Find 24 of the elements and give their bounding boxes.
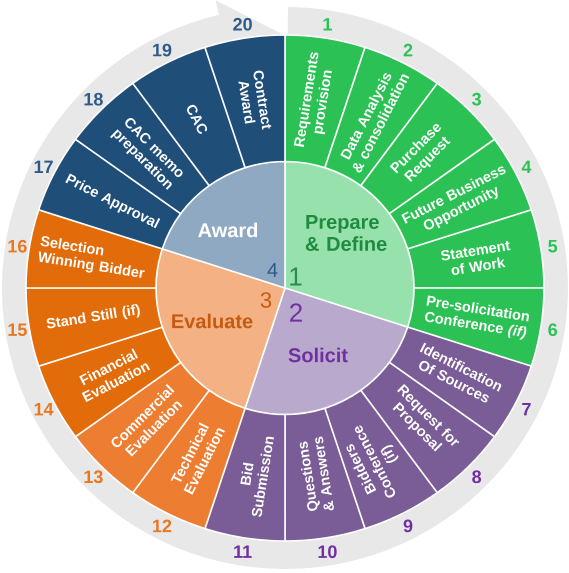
- step-number: 12: [153, 520, 172, 532]
- step-number: 13: [84, 470, 103, 484]
- step-number: 11: [234, 546, 252, 558]
- step-number: 16: [8, 240, 27, 253]
- phase-number: 4: [267, 263, 278, 277]
- step-number: 18: [84, 92, 103, 106]
- step-number: 3: [472, 92, 481, 106]
- step-number: 20: [233, 18, 252, 31]
- step-number: 8: [472, 470, 482, 484]
- step-number: 14: [34, 403, 54, 416]
- step-number: 2: [404, 44, 412, 56]
- step-number: 10: [318, 545, 337, 558]
- step-number: 17: [34, 160, 53, 173]
- phase-number: 2: [290, 303, 302, 322]
- step-number: 4: [522, 160, 532, 173]
- step-number: 1: [324, 18, 332, 30]
- phase-number: 1: [290, 268, 302, 286]
- step-number: 9: [404, 520, 412, 532]
- step-number: 6: [548, 323, 558, 336]
- phase-number: 3: [260, 292, 272, 308]
- step-number: 5: [548, 240, 558, 252]
- step-number: 15: [8, 323, 27, 336]
- step-number: 7: [522, 403, 531, 416]
- step-number: 19: [153, 44, 172, 56]
